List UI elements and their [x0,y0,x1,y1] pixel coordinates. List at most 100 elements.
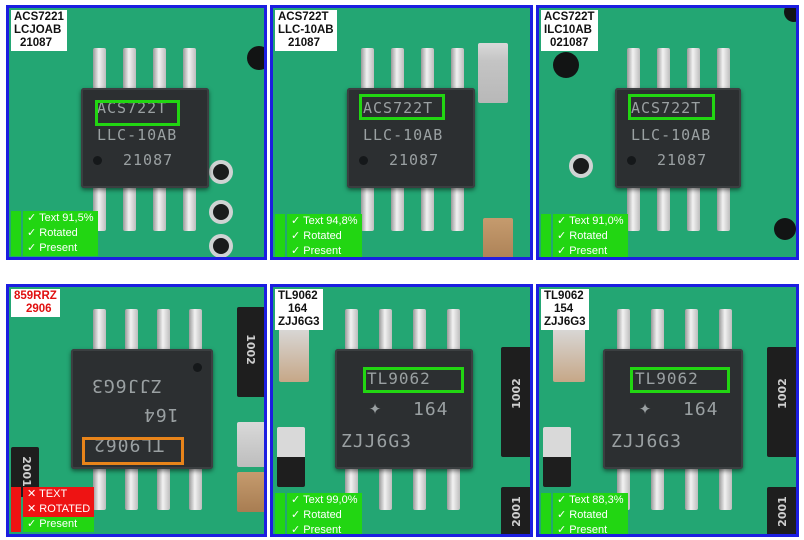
status-rotated: ✓ Rotated [553,508,628,523]
status-present: ✓ Present [553,523,628,534]
ocr-detection-box [363,367,464,393]
status-list: ✓ Text 94,8% ✓ Rotated ✓ Present [275,214,362,257]
status-list: ✕ TEXT ✕ ROTATED ✓ Present [11,487,95,532]
label-line: 859RRZ [14,290,57,302]
chip-pin [413,465,426,510]
status-text: ✕ TEXT [23,487,95,502]
status-bar [541,214,551,257]
status-text: ✓ Text 91,0% [553,214,628,229]
chip-pin [189,465,202,510]
pin1-dot [93,156,102,165]
mounting-hole [784,8,796,22]
chip-pin [93,48,106,93]
capacitor [553,327,585,382]
status-present: ✓ Present [23,241,98,256]
chip-marking-line-1: ACS722T [363,99,434,117]
pcb-background [273,8,530,257]
resistor-marking: 1002 [509,378,523,409]
chip-pin [157,309,170,354]
label-line: 021087 [550,37,589,49]
pin1-dot [193,363,202,372]
status-text: ✓ Text 88,3% [553,493,628,508]
chip-pin [451,186,464,231]
label-line: ZJJ6G3 [544,316,586,328]
status-bar [275,493,285,534]
pin1-dot [627,156,636,165]
chip-marking-line-2: 164 [683,399,719,420]
label-line: ILC10AB [544,24,592,36]
mounting-hole [774,218,796,240]
chip-pin [451,48,464,93]
status-bar [11,487,21,532]
chip-marking-line-2: LLC-10AB [631,126,712,144]
status-text: ✓ Text 99,0% [287,493,362,508]
pin1-dot [359,156,368,165]
chip-marking-line-3: 21087 [657,151,708,169]
status-rotated: ✓ Rotated [553,229,628,244]
label-line: 21087 [20,37,52,49]
ti-logo-icon: ✦ [639,395,653,419]
resistor [767,487,796,534]
status-bar [541,493,551,534]
chip-pin [719,465,732,510]
chip-pin [379,309,392,354]
chip-marking-line-3: 21087 [123,151,174,169]
ti-logo-icon: ✦ [369,395,383,419]
chip-pin [685,465,698,510]
ic-chip: ZJJ6G3 164 TL9062 [71,349,213,469]
resistor [501,487,530,534]
inspection-panel-4[interactable]: 1002 2001 ZJJ6G3 164 TL9062 859RRZ 2906 … [6,284,267,537]
resistor-marking: 1002 [775,378,789,409]
chip-pin [651,309,664,354]
chip-pin [183,48,196,93]
label-line: TL9062 [544,290,584,302]
chip-pin [627,186,640,231]
label-line: ACS722T [278,11,329,23]
status-rotated: ✓ Rotated [287,229,362,244]
chip-pin [657,48,670,93]
via [213,238,229,254]
label-line: ACS722T [544,11,595,23]
chip-pin [153,186,166,231]
chip-marking-line-3: ZJJ6G3 [611,431,683,452]
resistor [237,307,264,397]
chip-marking-line-1: TL9062 [367,369,431,388]
status-rotated: ✓ Rotated [287,508,362,523]
chip-marking-line-1: ACS722T [97,99,168,117]
pcb-background: 1002 2001 [539,287,796,534]
resistor-marking: 2001 [775,496,789,527]
chip-pin [717,48,730,93]
resistor-marking: 2001 [19,456,33,487]
status-bar [275,214,285,257]
chip-marking-line-2: 164 [143,404,179,425]
chip-pin [717,186,730,231]
status-list: ✓ Text 91,0% ✓ Rotated ✓ Present [541,214,628,257]
pcb-background: 1002 2001 [273,287,530,534]
label-line: ACS7221 [14,11,64,23]
mounting-hole [553,52,579,78]
chip-pin [391,48,404,93]
inspection-panel-6[interactable]: 1002 2001 TL9062 164 ZJJ6G3 ✦ TL9062 154… [536,284,799,537]
inspection-panel-3[interactable]: ACS722T LLC-10AB 21087 ACS722T ILC10AB 0… [536,5,799,260]
resistor-marking: 1002 [243,334,257,365]
via [213,204,229,220]
chip-marking-line-2: LLC-10AB [97,126,178,144]
capacitor [279,327,309,382]
status-list: ✓ Text 99,0% ✓ Rotated ✓ Present [275,493,362,534]
ocr-detection-box [628,94,715,120]
capacitor [237,422,264,467]
chip-pin [447,465,460,510]
capacitor [478,43,508,103]
chip-marking-line-2: LLC-10AB [363,126,444,144]
pcb-background [539,8,796,257]
inspection-panel-2[interactable]: ACS722T LLC-10AB 21087 ACS722T LLC-10AB … [270,5,533,260]
inspection-panel-5[interactable]: 1002 2001 TL9062 164 ZJJ6G3 ✦ TL9062 164… [270,284,533,537]
label-line: 2906 [26,303,52,315]
expected-label: TL9062 154 ZJJ6G3 [541,289,589,330]
chip-pin [93,309,106,354]
expected-label: ACS722T LLC-10AB 21087 [275,10,337,51]
label-line: 21087 [288,37,320,49]
label-line: ZJJ6G3 [278,316,320,328]
inspection-panel-1[interactable]: ACS722T LLC-10AB 21087 ACS7221 LCJOAB 21… [6,5,267,260]
pcb-background: 1002 2001 [9,287,264,534]
